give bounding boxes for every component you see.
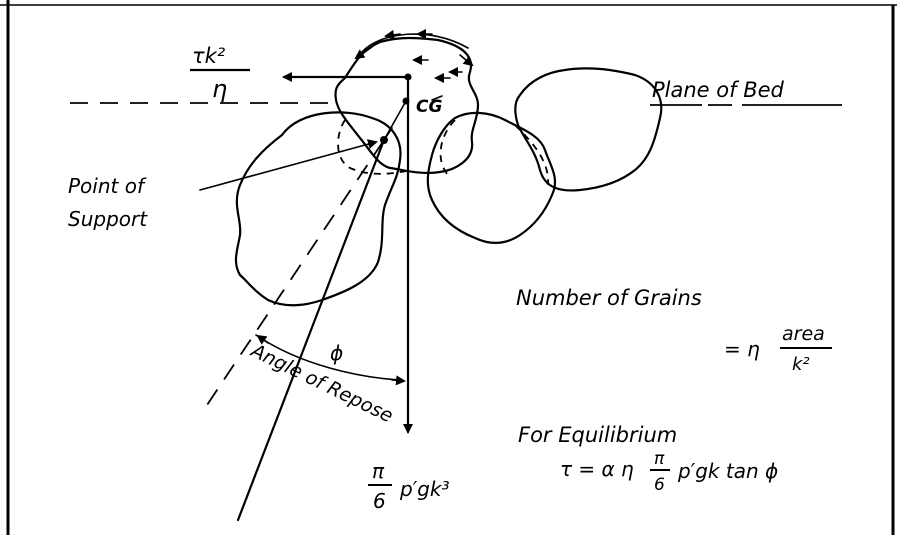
rotation-arrow-1 (354, 46, 373, 60)
angle-arrow-left (256, 334, 269, 345)
rotation-arrow-2 (384, 29, 401, 40)
rotation-arc (361, 33, 469, 53)
weight-pi: π (372, 459, 385, 483)
equilibrium-suffix: p′gk tan ϕ (677, 459, 778, 483)
grains-denominator: k² (792, 354, 810, 375)
angle-of-repose-label: Angle of Repose (246, 339, 396, 427)
repose-line-solid (236, 138, 386, 522)
weight-suffix: p′gk³ (399, 477, 450, 501)
rotation-arrow-4 (459, 54, 474, 67)
grain-right (514, 67, 663, 192)
plane-of-bed-label: Plane of Bed (652, 78, 785, 102)
equilibrium-pi: π (654, 449, 665, 469)
repose-line-dashed (204, 139, 385, 409)
surface-tick (431, 95, 443, 101)
point-of-support-line1: Point of (68, 174, 147, 198)
weight-six: 6 (373, 489, 386, 513)
hidden-outline-middle (439, 119, 456, 176)
grains-prefix: = η (724, 337, 760, 361)
support-pointer (199, 139, 378, 191)
point-of-support-line2: Support (68, 207, 148, 231)
drag-force-numerator: τk² (192, 44, 226, 68)
cg-label: CG (416, 97, 442, 117)
number-of-grains-label: Number of Grains (516, 286, 702, 310)
angle-arc (255, 334, 403, 381)
equilibrium-prefix: τ = α η (560, 457, 634, 481)
angle-phi-label: ϕ (330, 341, 343, 365)
hidden-outline-top (337, 119, 411, 175)
cg-to-support-line (383, 100, 407, 141)
hidden-outline-right (514, 124, 549, 186)
drag-force-denominator: η (212, 75, 227, 103)
grain-left (234, 111, 402, 307)
equilibrium-six: 6 (654, 475, 665, 495)
grains-numerator: area (782, 323, 825, 345)
angle-arrow-right (391, 375, 406, 386)
for-equilibrium-label: For Equilibrium (518, 423, 677, 447)
